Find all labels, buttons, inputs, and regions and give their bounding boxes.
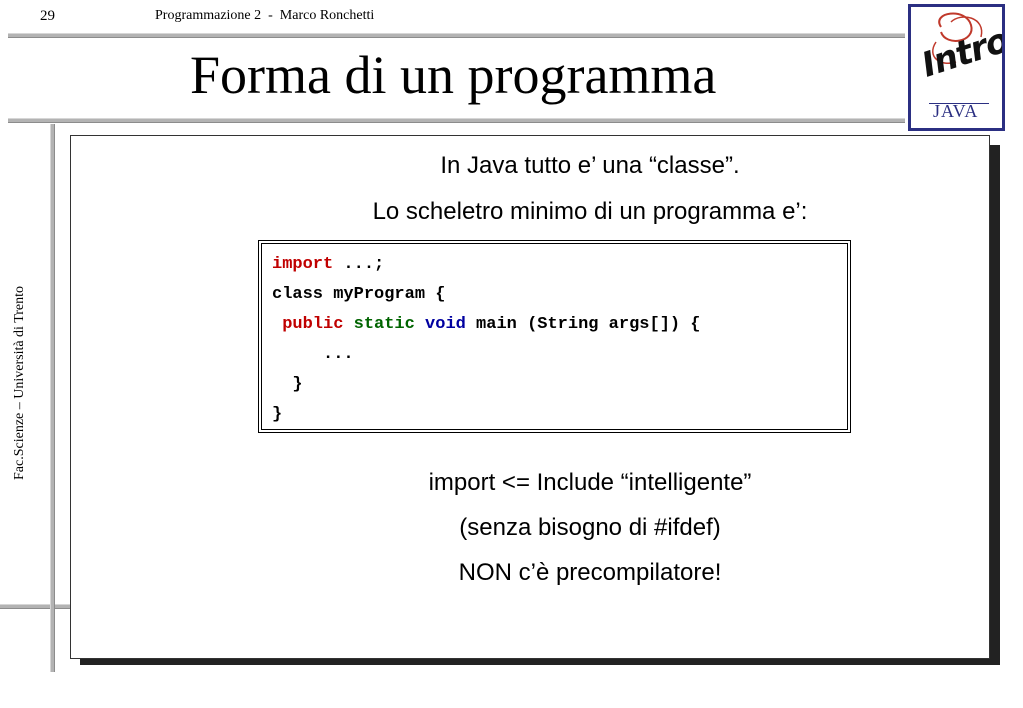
body-line-1: In Java tutto e’ una “classe”. — [440, 152, 740, 179]
course-author-header: Programmazione 2 - Marco Ronchetti — [155, 8, 375, 23]
page-title: Forma di un programma — [190, 45, 717, 105]
code-keyword-import: import — [272, 255, 334, 274]
body-line-4: (senza bisogno di #ifdef) — [459, 514, 721, 541]
code-block: import ...; class myProgram { public sta… — [258, 240, 851, 433]
body-line-5: NON c’è precompilatore! — [458, 559, 722, 586]
code-line-3: public static void main (String args[]) … — [272, 310, 837, 340]
code-text: main (String args[]) { — [465, 315, 701, 334]
code-keyword-void: void — [425, 315, 466, 334]
body-line-2: Lo scheletro minimo di un programma e’: — [372, 198, 808, 225]
logo-underline — [929, 103, 989, 104]
logo-swirl-icon — [932, 12, 983, 64]
code-line-1: import ...; — [272, 250, 837, 280]
code-indent — [272, 315, 282, 334]
logo-java-text: JAVA — [933, 101, 979, 121]
left-vertical-rule — [50, 124, 55, 672]
intro-java-logo: Intro JAVA — [908, 4, 1005, 131]
body-line-3: import <= Include “intelligente” — [428, 469, 752, 496]
code-keyword-public: public — [282, 315, 344, 334]
code-line-2: class myProgram { — [272, 285, 446, 304]
footer-rule — [0, 604, 75, 609]
page-number: 29 — [40, 8, 55, 24]
header-bottom-rule — [8, 118, 905, 123]
code-line-6: } — [272, 405, 283, 424]
code-text: ...; — [333, 255, 385, 274]
code-line-4: ... — [272, 345, 354, 364]
header-top-rule — [8, 33, 905, 38]
side-faculty-text: Fac.Scienze – Università di Trento — [12, 285, 27, 480]
code-block-inner: import ...; class myProgram { public sta… — [261, 243, 848, 430]
content-box: In Java tutto e’ una “classe”. Lo schele… — [70, 135, 990, 659]
code-keyword-static: static — [353, 315, 415, 334]
code-line-5: } — [272, 375, 303, 394]
